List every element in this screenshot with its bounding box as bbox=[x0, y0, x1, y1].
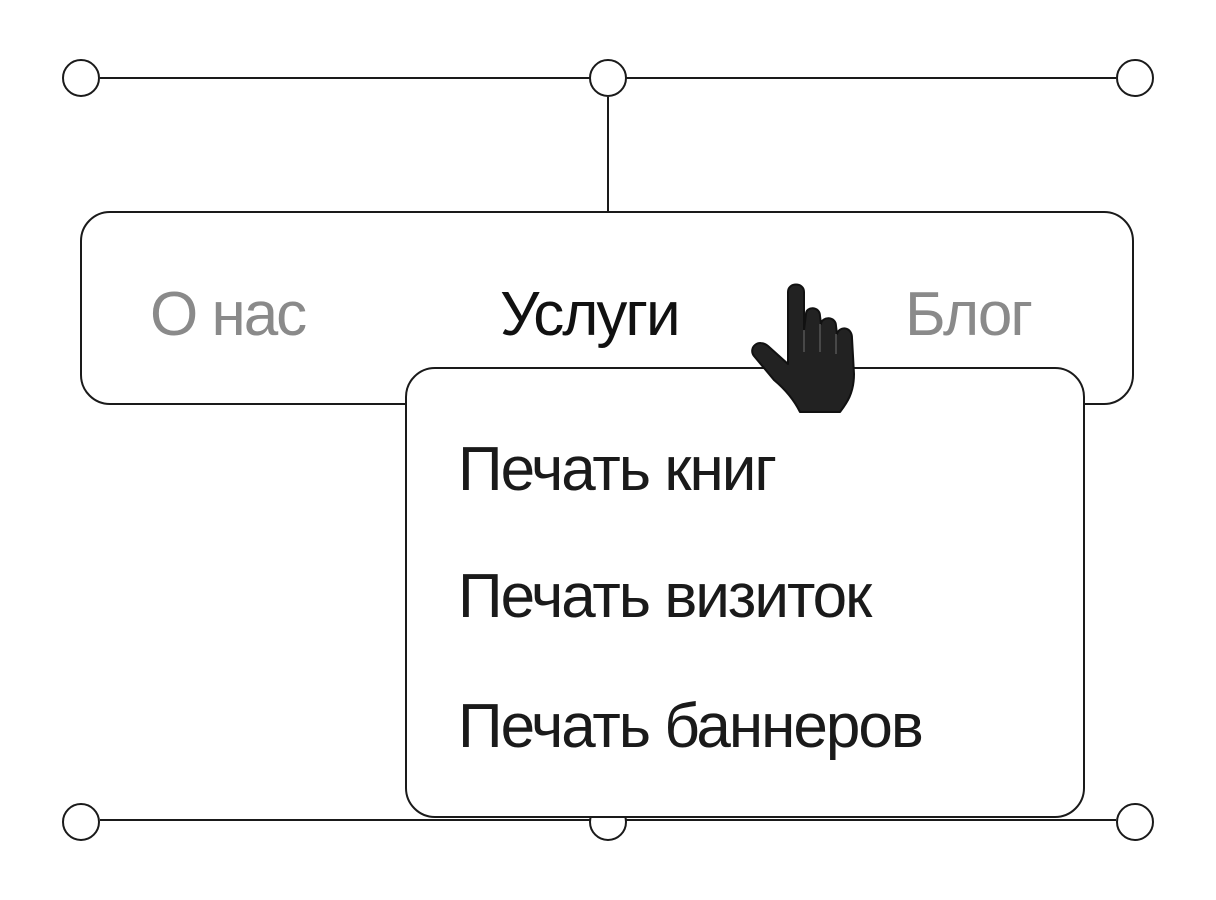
nav-item-blog[interactable]: Блог bbox=[905, 280, 1033, 349]
bottom-left-node bbox=[62, 803, 100, 841]
hand-pointer-icon bbox=[751, 283, 855, 413]
top-right-node bbox=[1116, 59, 1154, 97]
dropdown-item-book-printing[interactable]: Печать книг bbox=[458, 435, 777, 504]
nav-item-about[interactable]: О нас bbox=[150, 280, 307, 349]
bottom-right-node bbox=[1116, 803, 1154, 841]
nav-item-services[interactable]: Услуги bbox=[500, 280, 681, 349]
services-dropdown-menu bbox=[405, 367, 1085, 818]
dropdown-item-business-card-printing[interactable]: Печать визиток bbox=[458, 562, 872, 631]
top-center-node bbox=[589, 59, 627, 97]
dropdown-item-banner-printing[interactable]: Печать баннеров bbox=[458, 692, 924, 761]
top-left-node bbox=[62, 59, 100, 97]
